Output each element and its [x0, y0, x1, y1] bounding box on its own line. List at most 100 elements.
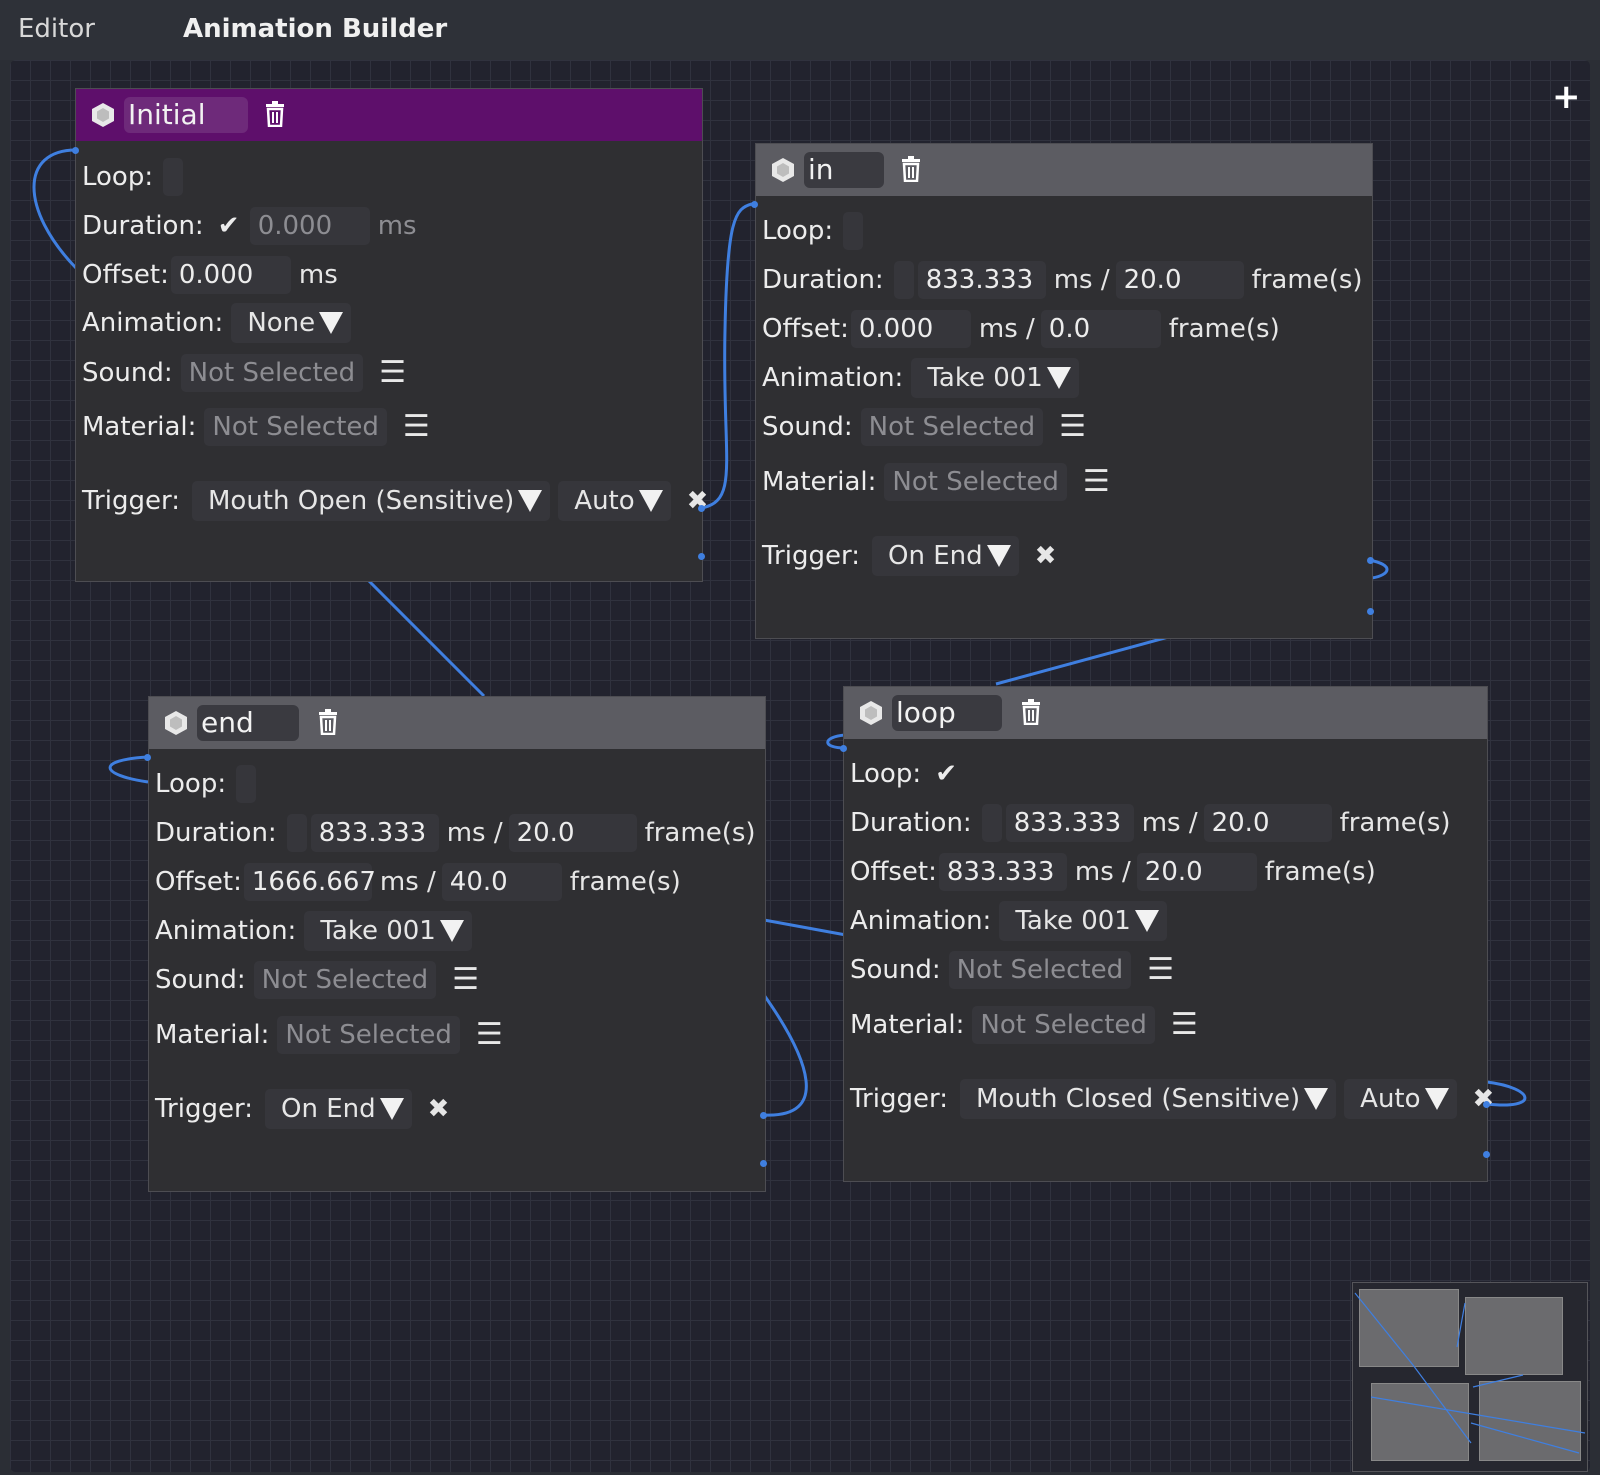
tab-editor[interactable]: Editor	[18, 14, 95, 44]
node-end-output-port[interactable]	[760, 1112, 767, 1119]
loop-checkbox[interactable]: ✔	[931, 755, 961, 793]
node-initial-header[interactable]: Initial	[76, 89, 702, 141]
animation-dropdown[interactable]: Take 001	[999, 901, 1167, 941]
animation-row: Animation: None	[82, 303, 352, 343]
node-end-input-port[interactable]	[144, 754, 151, 761]
offset-ms-input[interactable]: 0.000	[170, 256, 291, 294]
animation-dropdown[interactable]: Take 001	[304, 911, 472, 951]
node-in-bottom-port[interactable]	[1367, 608, 1374, 615]
loop-row: Loop: ✔	[850, 754, 961, 794]
node-end[interactable]: end Loop: Duration: 833.333 ms / 20.0 fr…	[148, 696, 766, 1192]
material-field[interactable]: Not Selected	[204, 408, 387, 446]
material-field[interactable]: Not Selected	[277, 1016, 460, 1054]
node-name-input[interactable]: in	[804, 152, 884, 188]
duration-frames-input[interactable]: 20.0	[508, 814, 637, 852]
duration-checkbox[interactable]	[981, 804, 1002, 842]
node-end-bottom-port[interactable]	[760, 1160, 767, 1167]
node-loop-output-port[interactable]	[1483, 1101, 1490, 1108]
trigger-mode-dropdown[interactable]: Auto	[1344, 1079, 1457, 1119]
loop-row: Loop:	[155, 764, 257, 804]
trigger-dropdown[interactable]: Mouth Open (Sensitive)	[191, 481, 551, 521]
menu-icon[interactable]: ☰	[379, 355, 407, 390]
offset-ms-input[interactable]: 833.333	[938, 853, 1067, 891]
offset-ms-input[interactable]: 1666.667	[243, 863, 376, 901]
node-initial-input-port[interactable]	[72, 147, 79, 154]
menu-icon[interactable]: ☰	[402, 409, 430, 444]
trash-icon[interactable]	[900, 156, 922, 182]
offset-row: Offset: 833.333 ms / 20.0 frame(s)	[850, 852, 1376, 892]
node-in[interactable]: in Loop: Duration: 833.333 ms / 20.0 fra…	[755, 143, 1373, 639]
add-node-button[interactable]: +	[1552, 77, 1581, 117]
close-icon[interactable]: ✖	[427, 1094, 450, 1124]
close-icon[interactable]: ✖	[686, 486, 709, 516]
animation-dropdown[interactable]: Take 001	[911, 358, 1079, 398]
node-initial-bottom-port[interactable]	[698, 553, 705, 560]
minimap-node-loop	[1479, 1381, 1581, 1461]
menu-icon[interactable]: ☰	[475, 1017, 503, 1052]
duration-ms-input[interactable]: 833.333	[1005, 804, 1134, 842]
animation-label: Animation:	[850, 906, 992, 936]
offset-frames-input[interactable]: 40.0	[441, 863, 562, 901]
menu-icon[interactable]: ☰	[1170, 1007, 1198, 1042]
close-icon[interactable]: ✖	[1034, 541, 1057, 571]
offset-frames-input[interactable]: 20.0	[1136, 853, 1257, 891]
trigger-dropdown[interactable]: Mouth Closed (Sensitive)	[959, 1079, 1337, 1119]
duration-ms-input[interactable]: 833.333	[310, 814, 439, 852]
node-name-input[interactable]: loop	[892, 695, 1002, 731]
duration-frames-input[interactable]: 20.0	[1115, 261, 1244, 299]
trigger-mode-dropdown[interactable]: Auto	[558, 481, 671, 521]
trash-icon[interactable]	[264, 101, 286, 127]
duration-checkbox[interactable]	[286, 814, 307, 852]
loop-checkbox[interactable]	[843, 212, 864, 250]
offset-frames-input[interactable]: 0.0	[1040, 310, 1161, 348]
duration-checkbox[interactable]	[893, 261, 914, 299]
frames-unit: frame(s)	[1264, 857, 1376, 887]
tab-animation-builder[interactable]: Animation Builder	[183, 14, 448, 44]
node-loop-bottom-port[interactable]	[1483, 1151, 1490, 1158]
trigger-label: Trigger:	[850, 1084, 948, 1114]
material-field[interactable]: Not Selected	[972, 1006, 1155, 1044]
minimap[interactable]	[1352, 1282, 1588, 1472]
node-name-input[interactable]: Initial	[124, 97, 248, 133]
animation-label: Animation:	[82, 308, 224, 338]
node-name-input[interactable]: end	[197, 705, 299, 741]
node-initial[interactable]: Initial Loop: Duration: ✔ 0.000 ms Offse…	[75, 88, 708, 582]
duration-row: Duration: ✔ 0.000 ms	[82, 206, 417, 246]
menu-icon[interactable]: ☰	[1147, 952, 1175, 987]
duration-frames-input[interactable]: 20.0	[1203, 804, 1332, 842]
sound-field[interactable]: Not Selected	[253, 961, 437, 999]
node-loop-input-port[interactable]	[840, 745, 847, 752]
sound-field[interactable]: Not Selected	[948, 951, 1132, 989]
animation-value: Take 001	[320, 916, 436, 946]
title-bar: Editor Animation Builder	[0, 0, 1600, 60]
loop-checkbox[interactable]	[236, 765, 257, 803]
duration-ms-input[interactable]: 0.000	[249, 207, 370, 245]
duration-checkbox[interactable]: ✔	[214, 207, 244, 245]
hexagon-icon	[165, 711, 187, 735]
sound-field[interactable]: Not Selected	[180, 354, 364, 392]
loop-checkbox[interactable]	[163, 158, 184, 196]
animation-dropdown[interactable]: None	[231, 303, 352, 343]
node-in-output-port[interactable]	[1367, 557, 1374, 564]
node-initial-output-port[interactable]	[698, 505, 705, 512]
menu-icon[interactable]: ☰	[452, 962, 480, 997]
chevron-down-icon	[638, 490, 663, 512]
node-in-header[interactable]: in	[756, 144, 1372, 196]
sound-label: Sound:	[762, 412, 853, 442]
sound-field[interactable]: Not Selected	[860, 408, 1044, 446]
menu-icon[interactable]: ☰	[1082, 464, 1110, 499]
trigger-dropdown[interactable]: On End	[264, 1089, 412, 1129]
node-in-input-port[interactable]	[751, 201, 758, 208]
trash-icon[interactable]	[1020, 699, 1042, 725]
duration-label: Duration:	[762, 265, 884, 295]
close-icon[interactable]: ✖	[1472, 1084, 1495, 1114]
node-loop[interactable]: loop Loop: ✔ Duration: 833.333 ms / 20.0…	[843, 686, 1494, 1182]
offset-ms-input[interactable]: 0.000	[850, 310, 971, 348]
duration-ms-input[interactable]: 833.333	[917, 261, 1046, 299]
trigger-dropdown[interactable]: On End	[871, 536, 1019, 576]
trash-icon[interactable]	[317, 709, 339, 735]
node-loop-header[interactable]: loop	[844, 687, 1487, 739]
node-end-header[interactable]: end	[149, 697, 765, 749]
menu-icon[interactable]: ☰	[1059, 409, 1087, 444]
material-field[interactable]: Not Selected	[884, 463, 1067, 501]
